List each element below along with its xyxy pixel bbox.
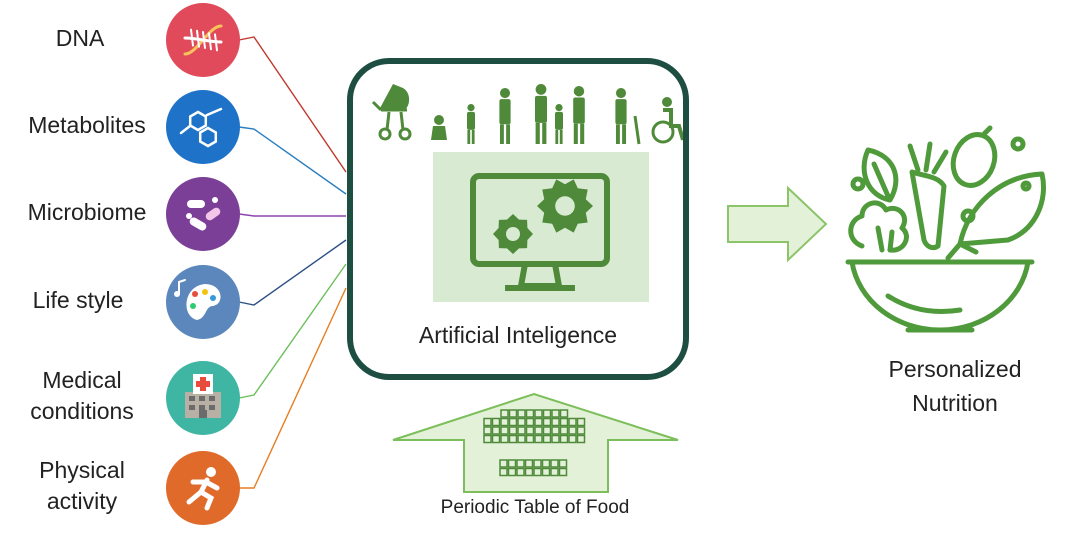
gears-icon (493, 179, 593, 254)
molecule-icon (166, 90, 240, 164)
input-icons (166, 3, 240, 525)
personalized-nutrition-label: Personalized Nutrition (860, 352, 1050, 420)
output-label-line: Personalized (888, 356, 1022, 382)
hospital-icon (166, 361, 240, 435)
connector-line (238, 126, 347, 195)
connector-line (239, 287, 347, 489)
running-person-icon (166, 451, 240, 525)
connector-lines (238, 36, 347, 489)
bacteria-icon (166, 177, 240, 251)
ai-label: Artificial Inteligence (418, 322, 618, 348)
connector-line (238, 263, 347, 399)
right-arrow (727, 185, 828, 263)
salad-bowl-icon (845, 125, 1046, 333)
input-label-physical: Physical activity (39, 457, 125, 514)
input-label-life-style: Life style (32, 286, 124, 313)
computer-gears-icon (470, 173, 610, 291)
life-stage-icons (371, 84, 683, 145)
output-label-line: Nutrition (912, 390, 998, 416)
periodic-table-icon (483, 409, 586, 477)
dna-helix-icon (166, 3, 240, 77)
palette-music-icon (166, 265, 240, 339)
input-label-microbiome: Microbiome (27, 198, 147, 225)
input-label-medical: Medical conditions (30, 367, 134, 424)
ai-box: Artificial Inteligence (347, 58, 689, 380)
connector-line (238, 239, 347, 306)
connector-line (238, 213, 346, 217)
input-label-metabolites: Metabolites (28, 111, 146, 138)
connector-line (238, 36, 347, 173)
input-label-dna: DNA (55, 24, 105, 51)
ai-box-graphics (371, 84, 683, 302)
periodic-table-label: Periodic Table of Food (440, 497, 630, 518)
